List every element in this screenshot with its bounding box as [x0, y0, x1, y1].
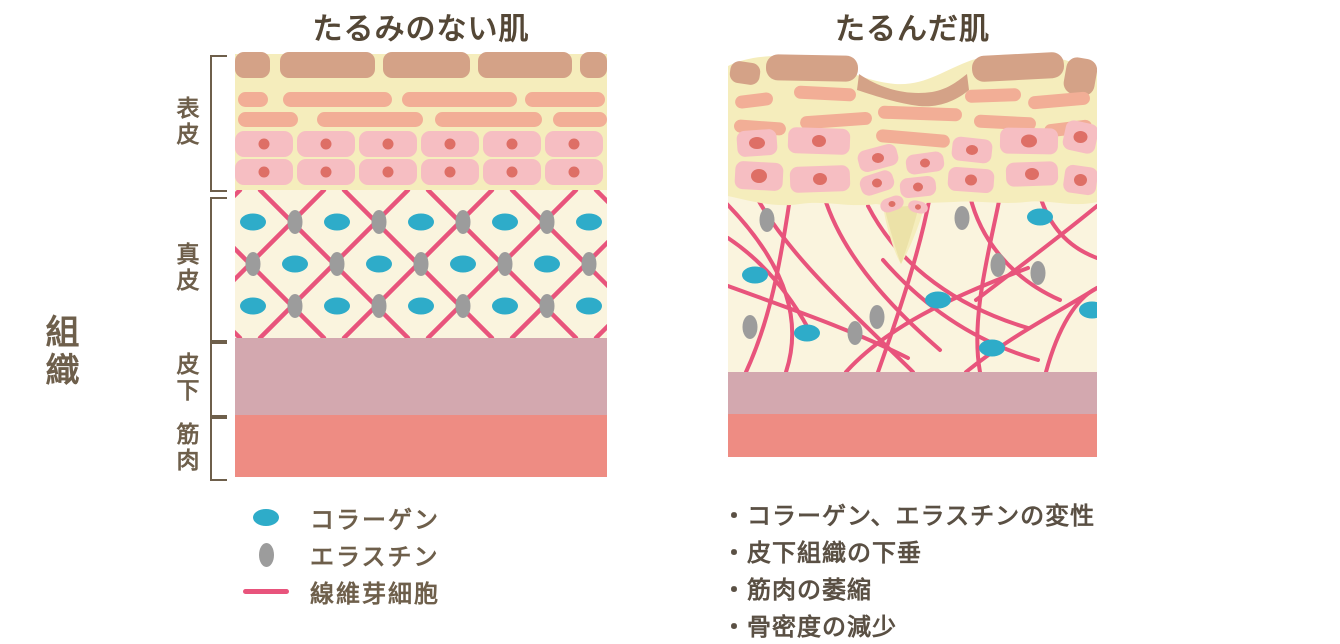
layer-label-dermis: 真皮: [172, 242, 198, 294]
tissue-axis-label: 組織: [39, 314, 79, 390]
sagging-skin-illustration: [728, 52, 1105, 457]
muscle-layer: [235, 415, 607, 477]
layer-label-epidermis: 表皮: [172, 96, 198, 148]
legend: コラーゲン エラスチン 線維芽細胞: [240, 499, 440, 610]
layer-label-muscle: 筋肉: [172, 422, 198, 474]
cause-item: ・コラーゲン、エラスチンの変性: [722, 502, 1096, 530]
sagging-causes-list: ・コラーゲン、エラスチンの変性 ・皮下組織の下垂 ・筋肉の萎縮 ・骨密度の減少: [722, 498, 1095, 644]
cause-item: ・筋肉の萎縮: [722, 576, 872, 604]
legend-label-collagen: コラーゲン: [310, 506, 440, 534]
legend-item-collagen: コラーゲン: [240, 499, 440, 536]
legend-label-fibroblast: 線維芽細胞: [310, 580, 440, 608]
legend-label-elastin: エラスチン: [310, 543, 440, 571]
cause-item: ・皮下組織の下垂: [722, 539, 922, 567]
muscle-layer: [728, 414, 1097, 457]
subcutis-layer: [235, 338, 607, 415]
bracket-dermis: [210, 197, 227, 342]
legend-item-elastin: エラスチン: [240, 536, 440, 573]
subcutis-layer: [728, 372, 1097, 414]
bracket-epidermis: [210, 55, 227, 192]
left-diagram-title: たるみのない肌: [312, 12, 530, 47]
elastin-ellipse-icon: [258, 542, 274, 567]
firm-skin-diagram: [235, 50, 607, 481]
legend-item-fibroblast: 線維芽細胞: [240, 573, 440, 610]
sag-wedge: [883, 202, 920, 264]
sagging-skin-diagram: [728, 50, 1105, 461]
cause-item: ・骨密度の減少: [722, 613, 897, 641]
firm-skin-illustration: [235, 52, 607, 477]
collagen-ellipse-icon: [253, 509, 279, 526]
right-diagram-title: たるんだ肌: [835, 12, 990, 47]
bracket-subcutis: [210, 342, 227, 417]
bracket-muscle: [210, 417, 227, 481]
layer-label-subcutis: 皮下: [172, 352, 198, 404]
fibroblast-line-icon: [243, 589, 289, 594]
